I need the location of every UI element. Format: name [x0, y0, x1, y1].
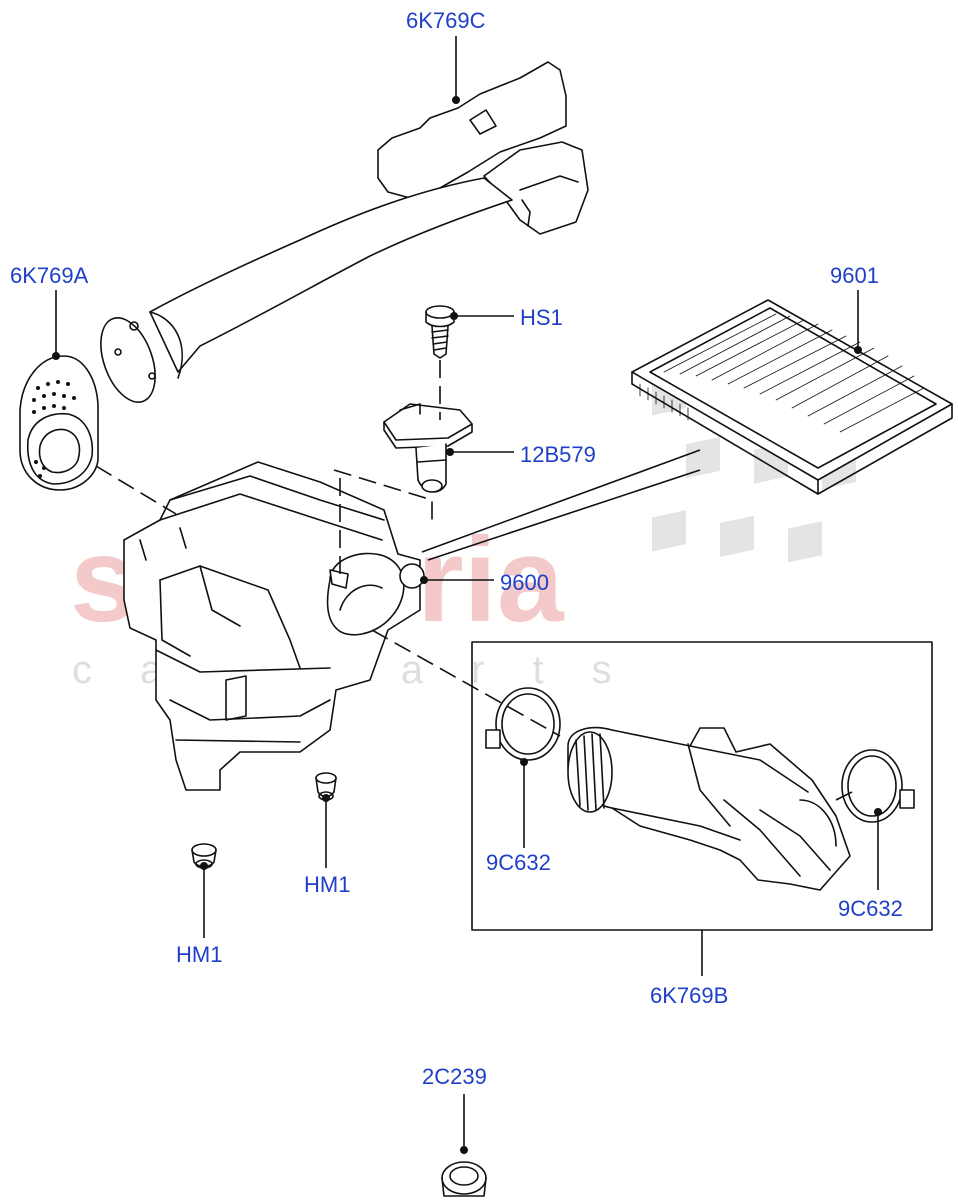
callout-HS1[interactable]: HS1	[520, 305, 563, 330]
hose-clamp-9C632-left	[485, 687, 561, 761]
leader-lines	[55, 36, 879, 1148]
callout-9601[interactable]: 9601	[830, 263, 879, 288]
inlet-grille-6K769A	[19, 355, 99, 491]
callout-6K769C[interactable]: 6K769C	[406, 8, 486, 33]
air-cleaner-housing	[123, 461, 425, 791]
callout-6K769A[interactable]: 6K769A	[10, 263, 89, 288]
assembly-dash-lines	[95, 360, 857, 801]
screw-HS1	[425, 305, 455, 359]
plug-2C239	[441, 1161, 487, 1197]
filter-pointer-lines	[421, 449, 701, 561]
callout-9C632-right[interactable]: 9C632	[838, 896, 903, 921]
callout-9600[interactable]: 9600	[500, 570, 549, 595]
intake-duct-6K769C	[100, 61, 589, 403]
mass-air-flow-sensor-12B579	[383, 403, 473, 493]
leader-dots	[52, 96, 882, 1154]
grommet-HM1-left	[191, 843, 217, 869]
callout-HM1-center[interactable]: HM1	[304, 872, 351, 897]
callout-2C239[interactable]: 2C239	[422, 1064, 487, 1089]
callout-9C632-left[interactable]: 9C632	[486, 850, 551, 875]
air-filter-element-9601	[631, 299, 953, 495]
hose-clamp-9C632-right	[841, 749, 915, 823]
callout-12B579[interactable]: 12B579	[520, 442, 596, 467]
callout-6K769B[interactable]: 6K769B	[650, 983, 729, 1008]
callout-HM1-left[interactable]: HM1	[176, 942, 223, 967]
outlet-duct	[567, 726, 851, 891]
